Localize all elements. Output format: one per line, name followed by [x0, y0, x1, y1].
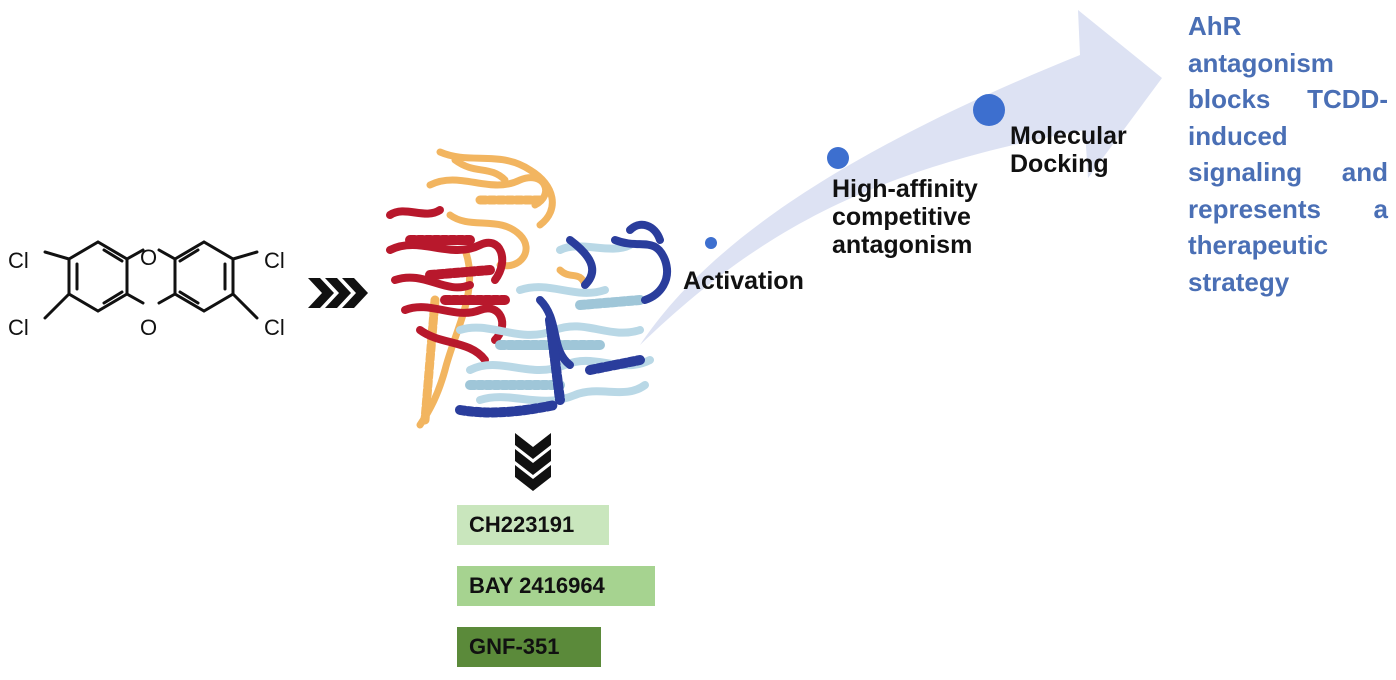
chlorine-bottom-left: Cl: [8, 315, 29, 340]
step-competitive-antagonism: High-affinity competitive antagonism: [832, 175, 978, 259]
conclusion-text: AhR antagonism blocks TCDD-induced signa…: [1188, 11, 1388, 297]
chlorine-top-left: Cl: [8, 248, 29, 273]
compound-label: GNF-351: [469, 634, 560, 659]
activation-dot: [705, 237, 717, 249]
compound-gnf-351: GNF-351: [457, 627, 601, 667]
compound-label: BAY 2416964: [469, 573, 605, 598]
antagonism-dot: [827, 147, 849, 169]
compound-bay-2416964: BAY 2416964: [457, 566, 655, 606]
step-activation: Activation: [683, 267, 804, 295]
chlorine-top-right: Cl: [264, 248, 285, 273]
curved-arrow-shape: [640, 10, 1162, 345]
compound-label: CH223191: [469, 512, 575, 537]
oxygen-bottom: O: [140, 315, 157, 340]
chlorine-bottom-right: Cl: [264, 315, 285, 340]
step-molecular-docking: Molecular Docking: [1010, 122, 1127, 178]
compound-ch223191: CH223191: [457, 505, 609, 545]
docking-dot: [973, 94, 1005, 126]
oxygen-top: O: [140, 245, 157, 270]
